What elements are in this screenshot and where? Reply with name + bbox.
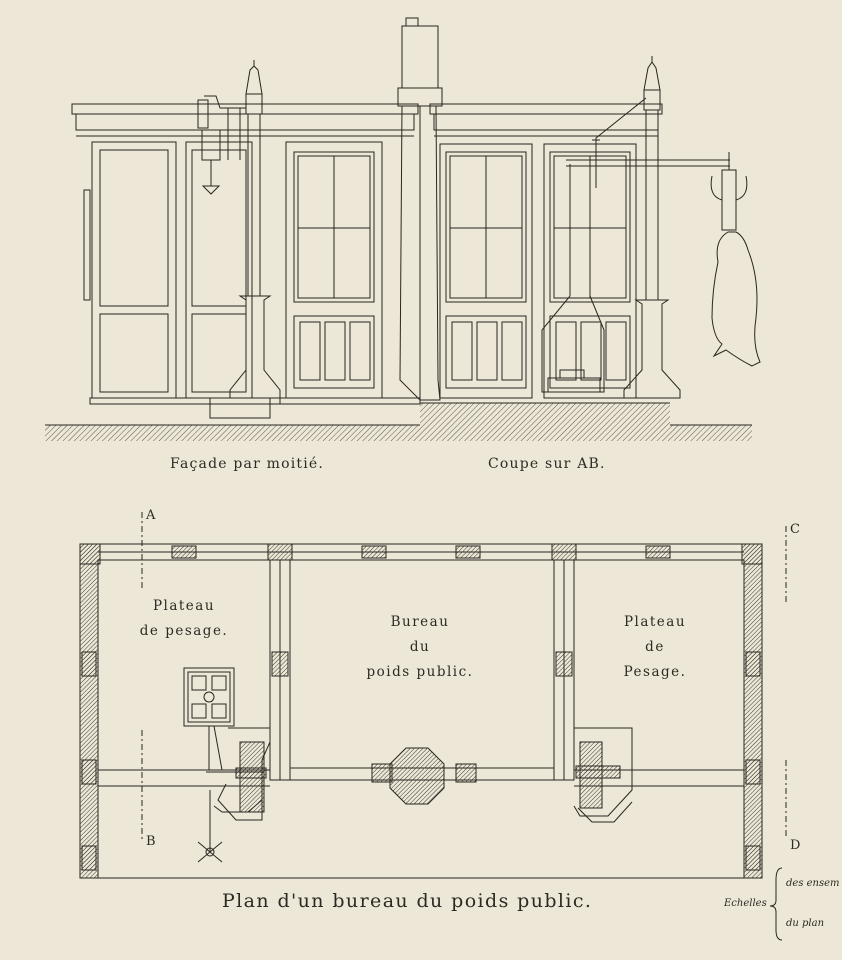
section-caption: Coupe sur AB. (488, 456, 606, 472)
section-mark-b: B (146, 834, 156, 849)
elevation-drawing (45, 17, 761, 441)
ground-left (45, 425, 420, 441)
hanging-carcass (711, 231, 761, 367)
ground-right-end (670, 425, 752, 441)
section-mark-a: A (146, 508, 156, 523)
room-label-right-plateau: Plateau de Pesage. (623, 614, 687, 680)
central-stove (389, 747, 445, 805)
scale-brace (769, 867, 783, 941)
room-label-office: Bureau du poids public. (366, 614, 474, 680)
room-label-left-plateau: Plateau de pesage. (139, 598, 229, 639)
scale-line-ensembles: des ensem (786, 878, 840, 889)
scale-line-plan: du plan (786, 918, 825, 929)
plan-drawing (79, 512, 787, 879)
facade-caption: Façade par moitié. (170, 456, 325, 472)
section-mark-d: D (790, 838, 801, 853)
plan-title: Plan d'un bureau du poids public. (222, 890, 593, 912)
ground-right (420, 403, 670, 441)
section-mark-c: C (790, 522, 800, 537)
scale-label: Echelles (724, 898, 767, 909)
